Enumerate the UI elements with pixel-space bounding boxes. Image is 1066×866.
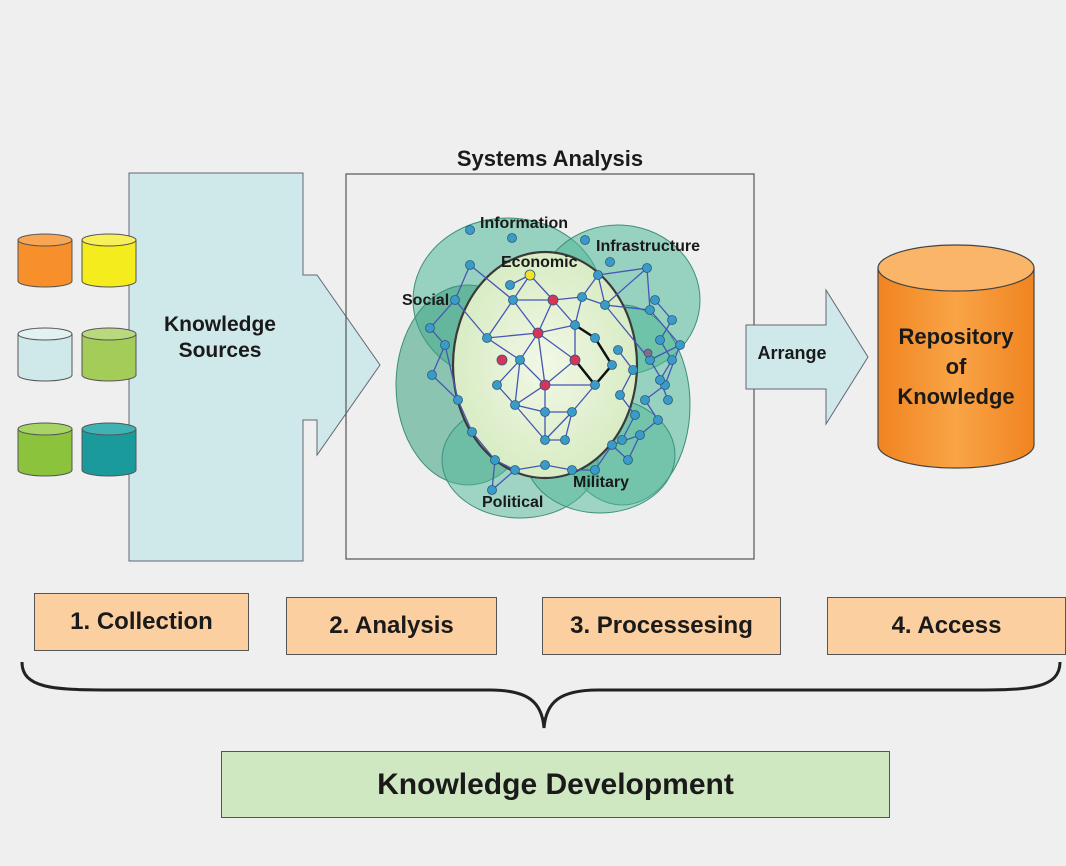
sphere-label-infrastructure: Infrastructure bbox=[596, 238, 701, 255]
step-collection: 1. Collection bbox=[34, 593, 249, 651]
step-analysis: 2. Analysis bbox=[286, 597, 497, 655]
economic-sphere bbox=[451, 250, 639, 480]
arrange-label: Arrange bbox=[757, 343, 827, 363]
knowledge-sources-arrow bbox=[128, 172, 381, 562]
source-cylinders bbox=[17, 233, 137, 477]
step-processing: 3. Processesing bbox=[542, 597, 781, 655]
sphere-label-political: Political bbox=[482, 494, 544, 511]
knowledge-development-box: Knowledge Development bbox=[221, 751, 890, 818]
repository-line3: Knowledge bbox=[897, 384, 1015, 409]
sphere-label-military: Military bbox=[573, 474, 630, 491]
network-nodes bbox=[425, 225, 685, 495]
development-bracket bbox=[20, 661, 1062, 729]
repository-label: Repository of Knowledge bbox=[872, 322, 1040, 412]
knowledge-sources-line1: Knowledge bbox=[163, 313, 276, 336]
sphere-label-economic: Economic bbox=[501, 254, 578, 271]
sphere-label-information: Information bbox=[480, 215, 568, 232]
database-icon-green bbox=[17, 422, 73, 477]
step-access: 4. Access bbox=[827, 597, 1066, 655]
database-icon-lightblue bbox=[17, 327, 73, 382]
knowledge-sources-line2: Sources bbox=[178, 339, 262, 362]
knowledge-sources-label: Knowledge Sources bbox=[140, 312, 300, 364]
sphere-label-social: Social bbox=[402, 292, 450, 309]
repository-cylinder bbox=[877, 244, 1035, 469]
systems-analysis-title: Systems Analysis bbox=[456, 146, 644, 171]
database-icon-orange bbox=[17, 233, 73, 288]
arrange-arrow bbox=[745, 288, 869, 426]
repository-line1: Repository bbox=[898, 324, 1014, 349]
repository-line2: of bbox=[945, 354, 967, 379]
database-icon-yellow bbox=[81, 233, 137, 288]
database-icon-lightgreen bbox=[81, 327, 137, 382]
database-icon-teal bbox=[81, 422, 137, 477]
